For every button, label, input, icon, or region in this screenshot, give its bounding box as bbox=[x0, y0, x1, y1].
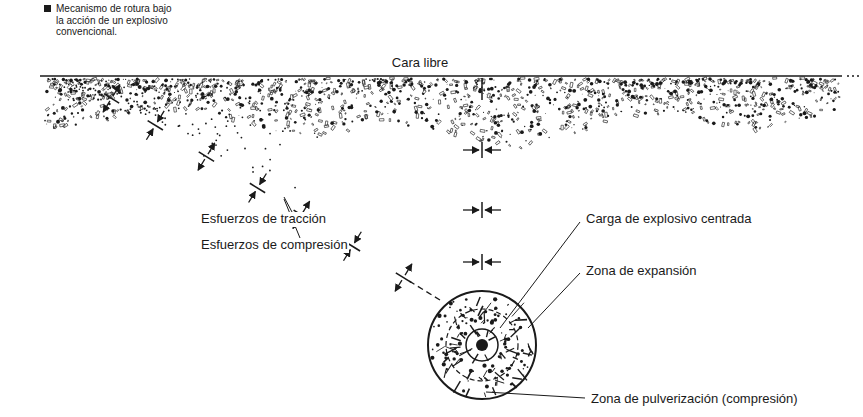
title-bullet bbox=[44, 5, 51, 12]
callout-label: Zona de expansión bbox=[585, 264, 698, 279]
fragmented-rock bbox=[44, 75, 859, 189]
stress-arrows bbox=[103, 78, 501, 300]
explosive-charge bbox=[428, 291, 536, 399]
callout-label: Esfuerzos de compresión bbox=[200, 238, 349, 253]
callout-label: Esfuerzos de tracción bbox=[200, 212, 327, 227]
callout-label: Zona de pulverización (compresión) bbox=[590, 392, 799, 407]
figure-title: Mecanismo de rotura bajo la acción de un… bbox=[56, 3, 174, 38]
leader-lines bbox=[284, 197, 585, 398]
surface-label: Cara libre bbox=[391, 56, 449, 71]
free-face-line bbox=[40, 75, 842, 77]
callout-label: Carga de explosivo centrada bbox=[585, 212, 753, 227]
